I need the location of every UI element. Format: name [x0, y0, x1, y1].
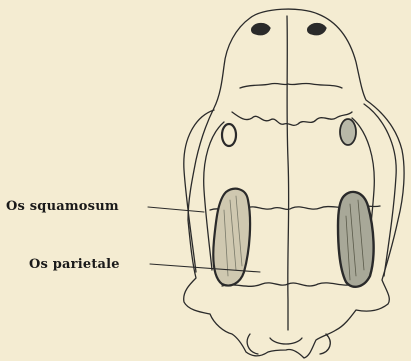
label-os-parietale: Os parietale: [29, 257, 120, 272]
occipital-left-lobe: [247, 334, 258, 354]
occipital-condyle: [270, 338, 302, 344]
skull-outline: [184, 9, 404, 358]
left-nasal-opening: [252, 24, 270, 35]
left-orbit: [222, 124, 236, 146]
interparietal-suture: [222, 283, 356, 286]
right-nasal-opening: [308, 24, 326, 35]
squamosum-leader: [148, 207, 204, 212]
nasal-suture: [240, 83, 342, 88]
label-os-squamosum: Os squamosum: [6, 199, 119, 214]
frontal-suture: [232, 112, 352, 125]
midline-suture: [287, 16, 289, 330]
right-orbit: [340, 119, 356, 145]
